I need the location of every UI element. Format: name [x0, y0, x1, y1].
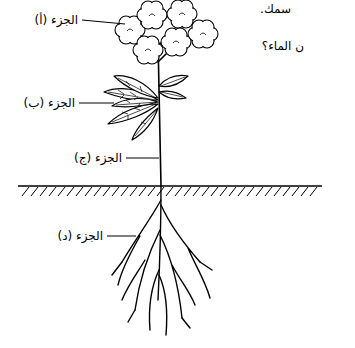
ground-hatch	[301, 187, 308, 196]
ground-hatch	[121, 187, 128, 196]
ground-hatch	[139, 187, 146, 196]
ground-hatch	[130, 187, 137, 196]
ground-hatch	[94, 187, 101, 196]
ground-hatch	[103, 187, 110, 196]
ground-hatch	[202, 187, 209, 196]
part-label: ن الماء؟	[261, 39, 305, 53]
ground-hatch	[229, 187, 236, 196]
ground-hatch	[211, 187, 218, 196]
flowers	[115, 0, 218, 64]
ground-hatch	[22, 187, 29, 196]
ground-hatch	[265, 187, 272, 196]
ground-hatch	[67, 187, 74, 196]
plant-stem	[145, 40, 172, 186]
flower	[161, 28, 191, 56]
ground-hatch	[112, 187, 119, 196]
ground-hatch	[58, 187, 65, 196]
part-label: الجزء (ج)	[73, 151, 123, 165]
part-label: سمك.	[259, 2, 292, 16]
flower	[137, 1, 167, 29]
ground-hatch	[166, 187, 173, 196]
roots	[112, 186, 212, 335]
ground-hatch	[148, 187, 155, 196]
ground-hatch	[220, 187, 227, 196]
ground-hatch	[85, 187, 92, 196]
ground-hatch	[40, 187, 47, 196]
ground-hatch	[193, 187, 200, 196]
ground-hatch	[49, 187, 56, 196]
ground-hatch	[256, 187, 263, 196]
part-label: الجزء (د)	[56, 229, 104, 243]
ground-hatch	[184, 187, 191, 196]
flower	[133, 36, 163, 64]
ground-hatch	[76, 187, 83, 196]
ground-hatch	[247, 187, 254, 196]
leaves	[104, 75, 188, 140]
ground-hatch	[310, 187, 317, 196]
flower	[188, 20, 218, 48]
ground-hatch	[157, 187, 164, 196]
ground	[18, 186, 322, 196]
ground-hatch	[175, 187, 182, 196]
ground-hatch	[292, 187, 299, 196]
ground-hatch	[274, 187, 281, 196]
part-label: الجزء (ب)	[23, 96, 76, 110]
part-label: الجزء (أ)	[33, 13, 79, 27]
ground-hatch	[31, 187, 38, 196]
leaf-veins	[108, 77, 185, 136]
leader-lines	[79, 20, 159, 236]
ground-hatch	[238, 187, 245, 196]
ground-hatch	[283, 187, 290, 196]
